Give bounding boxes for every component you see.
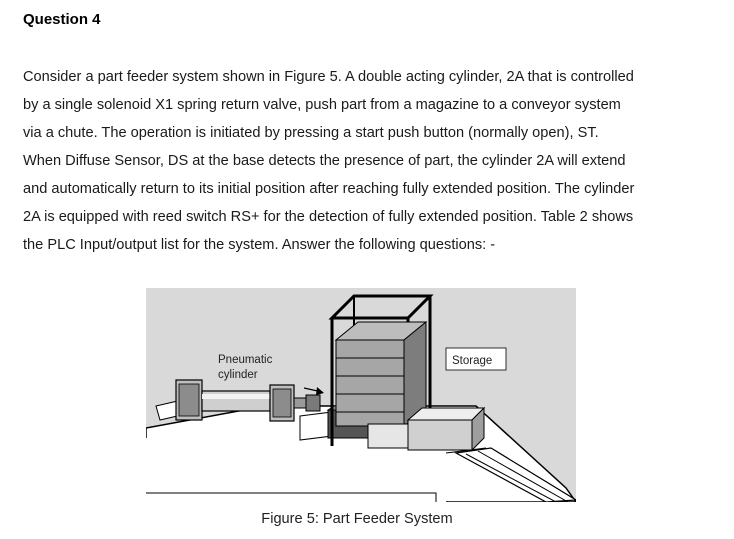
stacked-part	[335, 375, 405, 395]
paragraph-line: Consider a part feeder system shown in F…	[23, 69, 634, 85]
storage-label-box	[445, 347, 507, 371]
conveyor-edge	[465, 453, 557, 502]
paragraph-line: by a single solenoid X1 spring return va…	[23, 97, 621, 113]
slide-block	[299, 411, 333, 441]
question-heading: Question 4	[23, 11, 101, 28]
paragraph-line: via a chute. The operation is initiated …	[23, 125, 599, 141]
cylinder-barrel-highlight	[202, 394, 270, 399]
push-arrow-head	[316, 387, 324, 395]
base-edge	[146, 492, 437, 502]
label-storage: Storage	[452, 355, 492, 367]
cylinder-front-cap-face	[272, 388, 292, 418]
paragraph-line: 2A is equipped with reed switch RS+ for …	[23, 209, 634, 225]
paragraph-line: the PLC Input/output list for the system…	[23, 237, 496, 253]
label-pneumatic: Pneumatic	[218, 354, 273, 366]
part-feeder-figure: Pneumatic cylinder Storage	[146, 288, 576, 502]
storage-block-side	[471, 406, 485, 452]
label-cylinder: cylinder	[218, 369, 258, 381]
stacked-part	[335, 393, 405, 413]
stacked-part	[335, 339, 405, 359]
base-front	[146, 438, 446, 502]
figure-caption-text: Figure 5: Part Feeder System	[261, 511, 453, 527]
part-feeder-illustration: Pneumatic cylinder Storage	[146, 288, 576, 502]
rod-end	[305, 394, 321, 412]
magazine-base-block	[367, 423, 409, 449]
paragraph-line: and automatically return to its initial …	[23, 181, 635, 197]
figure-caption: Figure 5: Part Feeder System	[0, 511, 734, 527]
cylinder-end-cap-face	[178, 383, 200, 417]
conveyor-ramp	[454, 447, 576, 502]
storage-block	[407, 419, 473, 451]
question-paragraph: Consider a part feeder system shown in F…	[23, 63, 695, 259]
storage-block-top	[406, 407, 486, 421]
stacked-part	[335, 357, 405, 377]
paragraph-line: When Diffuse Sensor, DS at the base dete…	[23, 153, 626, 169]
conveyor-edge	[477, 450, 569, 502]
